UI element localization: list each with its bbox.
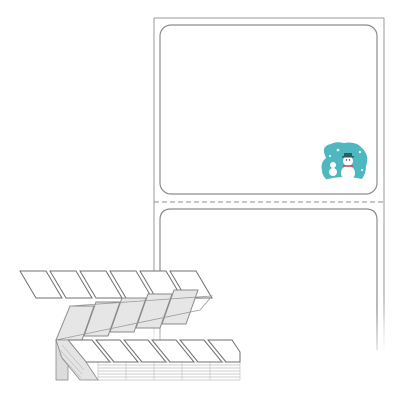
snowman-sticker-icon	[321, 142, 368, 186]
fanfold-top-strip	[19, 270, 213, 299]
fanfold-bottom-stack	[55, 339, 241, 381]
label-1	[159, 24, 378, 195]
fanfold-middle-edge	[55, 295, 213, 341]
